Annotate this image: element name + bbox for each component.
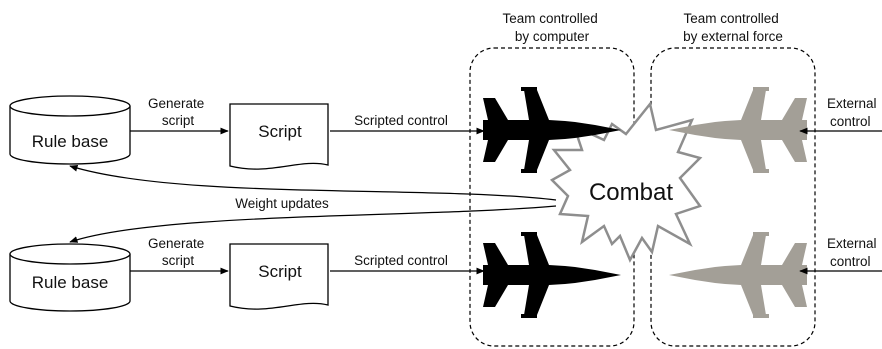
svg-text:Rule base: Rule base — [32, 273, 109, 292]
weight-update-arrow-top — [69, 165, 557, 201]
combat-burst — [549, 101, 703, 263]
svg-text:Script: Script — [258, 122, 302, 141]
generate-script-label-top: Generate script — [148, 96, 208, 128]
weight-update-arrow-bottom — [69, 205, 557, 243]
team-external-region — [650, 47, 816, 347]
team-computer-title: Team controlled by computer — [502, 11, 601, 44]
weight-updates-label: Weight updates — [235, 196, 329, 211]
team-computer-region — [469, 47, 635, 347]
rule-base-top: Rule base — [9, 95, 131, 165]
external-control-label-bottom: External control — [827, 236, 880, 269]
scripted-control-label-top: Scripted control — [354, 113, 448, 128]
script-doc-top: Script — [229, 103, 329, 170]
scripted-control-label-bottom: Scripted control — [354, 253, 448, 268]
team-external-title: Team controlled by external force — [683, 11, 783, 44]
rule-base-bottom: Rule base — [9, 243, 131, 312]
external-control-label-top: External control — [827, 96, 880, 129]
svg-text:Rule base: Rule base — [32, 132, 109, 151]
generate-script-label-bottom: Generate script — [148, 236, 208, 268]
computer-jet-bottom-icon — [483, 232, 621, 318]
combat-label: Combat — [589, 179, 673, 206]
svg-text:Script: Script — [258, 262, 302, 281]
script-doc-bottom: Script — [229, 243, 329, 310]
